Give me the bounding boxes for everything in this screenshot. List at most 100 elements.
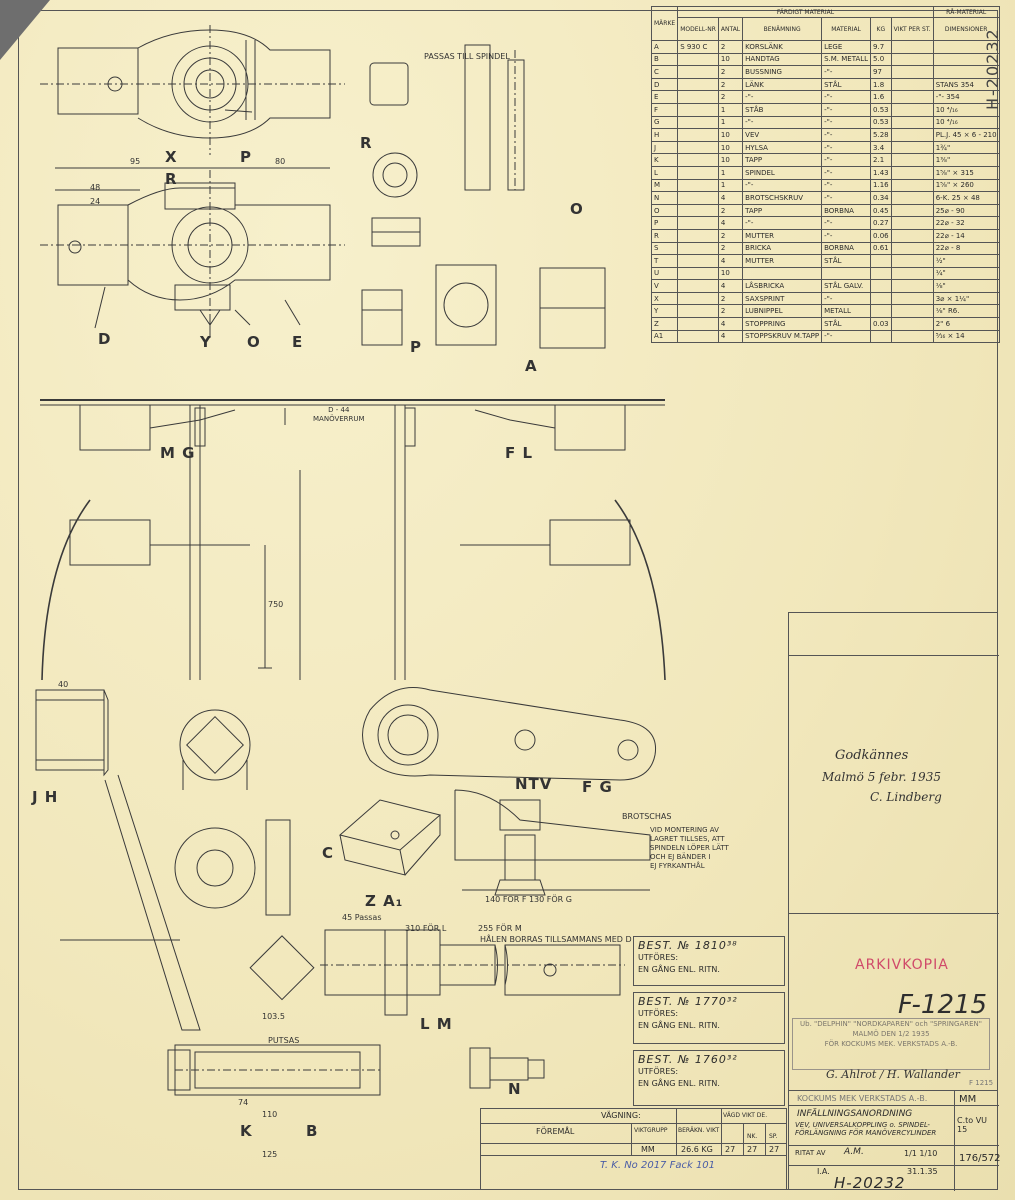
parts-cell: LÅSBRICKA: [742, 279, 823, 293]
dim-750: 750: [268, 600, 284, 609]
title-company: KOCKUMS MEK VERKSTADS A.-B.: [797, 1094, 928, 1103]
parts-cell: STOPPSKRUV M.TAPP: [742, 329, 823, 344]
note-length-fg: 140 FÖR F 130 FÖR G: [485, 895, 572, 904]
parts-cell: MUTTER: [742, 228, 823, 243]
title-f-ref: F 1215: [969, 1079, 994, 1087]
parts-cell: [677, 254, 719, 268]
weighing-de: 27: [725, 1145, 736, 1154]
title-description: VEV, UNIVERSALKOPPLING o. SPINDEL- FÖRLÄ…: [795, 1121, 937, 1137]
corner-fold-icon: [0, 0, 50, 60]
weighing-sp: 27: [769, 1145, 780, 1154]
parts-cell: 1⅜": [932, 153, 1000, 167]
weighing-head-4: NK.: [747, 1133, 758, 1140]
parts-cell: STÅL: [821, 317, 872, 331]
approval-stamp: Ub. "DELPHIN" "NORDKAPAREN" och "SPRINGA…: [792, 1018, 990, 1070]
parts-cell: 4: [717, 216, 744, 230]
parts-cell: ⁵⁄₁₆ × 14: [932, 329, 1000, 344]
parts-cell: P: [650, 216, 679, 230]
parts-cell: D: [650, 77, 679, 92]
view-label-p2: P: [410, 338, 422, 356]
parts-cell: [870, 304, 892, 319]
parts-cell: 4: [717, 317, 744, 331]
coupling-side-view: [40, 167, 345, 340]
parts-cell: 2: [717, 40, 744, 54]
order-number-1: BEST. № 1810³⁸: [638, 939, 738, 952]
parts-cell: [890, 40, 934, 54]
parts-cell: STÅB: [742, 102, 823, 117]
view-label-p: P: [240, 148, 252, 166]
parts-cell: T: [650, 254, 679, 268]
order-2-line2: EN GÅNG ENL. RITN.: [638, 1021, 720, 1030]
parts-cell: [890, 279, 934, 293]
parts-cell: [677, 115, 719, 130]
parts-cell: X: [650, 291, 679, 306]
note-passas-till-spindel: PASSAS TILL SPINDEL: [424, 52, 510, 61]
parts-cell: -"-: [821, 329, 872, 344]
parts-cell: N: [650, 191, 679, 205]
parts-cell: ⅛" R6.: [932, 304, 1000, 319]
parts-cell: 1: [717, 178, 744, 193]
parts-cell: [677, 65, 719, 79]
order-block-3: BEST. № 1760³² UTFÖRES: EN GÅNG ENL. RIT…: [633, 1050, 785, 1106]
parts-cell: [890, 203, 934, 218]
parts-cell: SPINDEL: [742, 165, 823, 180]
approval-line1: Godkännes: [835, 748, 909, 763]
view-label-r2: R: [360, 134, 373, 152]
parts-list-table: MÄRKE FÄRDIGT MATERIAL RÅ-MATERIAL MODEL…: [650, 6, 1000, 344]
parts-cell: 10 ⁴/₁₆: [932, 115, 1000, 130]
view-label-d: D: [98, 330, 112, 348]
parts-cell: M: [650, 178, 679, 193]
view-label-e: E: [292, 333, 304, 351]
parts-cell: HYLSA: [742, 140, 823, 155]
view-label-c: C: [322, 844, 335, 862]
parts-cell: [890, 291, 934, 306]
col-modell: MODELL-NR: [677, 17, 719, 41]
title-scale: 1/1 1/10: [904, 1149, 938, 1158]
footer-reference: T. K. No 2017 Fack 101: [600, 1160, 716, 1171]
weighing-table: VÄGNING: FÖREMÅL VIKTGRUPP BERÄKN. VIKT …: [480, 1108, 787, 1190]
parts-cell: -"-: [821, 90, 872, 104]
parts-cell: BORBNA: [821, 203, 872, 218]
parts-cell: STOPPRING: [742, 317, 823, 331]
parts-cell: G: [650, 115, 679, 130]
parts-cell: [870, 329, 892, 344]
parts-cell: [677, 317, 719, 331]
parts-cell: [890, 65, 934, 79]
order-block-2: BEST. № 1770³² UTFÖRES: EN GÅNG ENL. RIT…: [633, 992, 785, 1044]
parts-cell: -"-: [742, 115, 823, 130]
parts-cell: 4: [717, 254, 744, 268]
parts-cell: 10: [717, 52, 744, 67]
parts-cell: 0.34: [870, 191, 892, 205]
weighing-head-1: VIKTGRUPP: [634, 1127, 668, 1134]
parts-cell: 1⅝" × 260: [932, 178, 1000, 193]
stamp-signature: G. Ahlrot / H. Wallander: [826, 1068, 960, 1081]
group-header-finished: FÄRDIGT MATERIAL: [677, 6, 934, 18]
parts-cell: U: [650, 266, 679, 281]
parts-cell: 0.45: [870, 203, 892, 218]
view-label-fg: F G: [582, 778, 613, 796]
order-1-line2: EN GÅNG ENL. RITN.: [638, 965, 720, 974]
parts-cell: [677, 216, 719, 230]
dim-74: 74: [238, 1098, 249, 1107]
parts-cell: 2: [717, 65, 744, 79]
approval-line2: Malmö 5 febr. 1935: [822, 770, 941, 784]
parts-cell: -"-: [821, 65, 872, 79]
parts-cell: Y: [650, 304, 679, 319]
parts-cell: 2: [717, 90, 744, 104]
parts-cell: [890, 254, 934, 268]
drawing-number-vertical: H-20232: [983, 27, 1002, 110]
col-dimensioner: DIMENSIONER: [932, 17, 1000, 41]
title-code: MM: [959, 1094, 977, 1105]
parts-cell: 1.16: [870, 178, 892, 193]
title-cto: C.to VU 15: [957, 1116, 988, 1134]
parts-cell: [890, 178, 934, 193]
parts-cell: 10: [717, 266, 744, 281]
